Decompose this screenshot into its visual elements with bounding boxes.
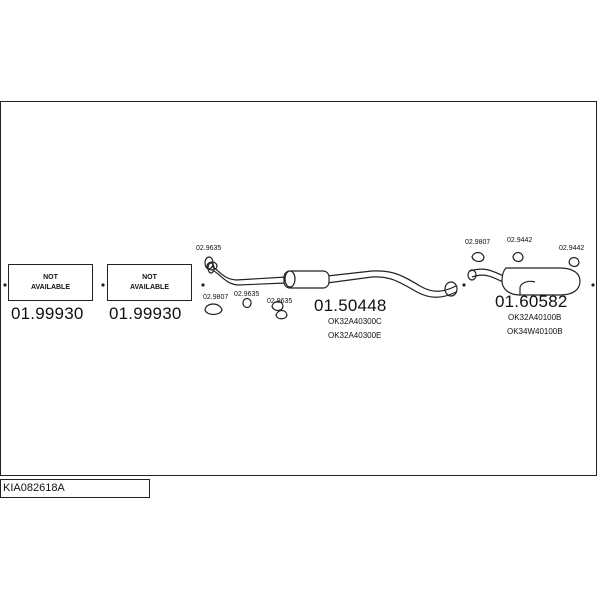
- part-number: 01.50448: [314, 296, 387, 315]
- clamp-icon: [471, 251, 485, 263]
- rear-silencer-part: [469, 267, 581, 296]
- vehicle-code: KIA082618A: [3, 482, 65, 494]
- separator-dot: [3, 283, 7, 287]
- not-available-box: NOT AVAILABLE: [8, 264, 93, 301]
- clamp-label: 02.9635: [196, 245, 222, 252]
- not-available-box: NOT AVAILABLE: [107, 264, 192, 301]
- not-available-text: AVAILABLE: [129, 283, 170, 291]
- clamp-icon: [568, 256, 580, 268]
- clamp-label: 02.9807: [203, 294, 229, 301]
- oe-reference: OK34W40100B: [507, 327, 563, 336]
- separator-dot: [591, 283, 595, 287]
- clamp-icon: [204, 303, 223, 316]
- diagram-frame: [0, 101, 597, 476]
- clamp-icon: [206, 261, 218, 271]
- separator-dot: [462, 283, 466, 287]
- rear-clamp-icons: [467, 251, 580, 281]
- separator-dot: [101, 283, 105, 287]
- clamp-icon: [512, 251, 524, 263]
- clamp-label: 02.9635: [234, 291, 260, 298]
- oe-reference: OK32A40300E: [328, 331, 382, 340]
- separator-dot: [201, 283, 205, 287]
- clamp-label: 02.9807: [465, 239, 491, 246]
- clamp-label: 02.9442: [559, 245, 585, 252]
- part-number: 01.60582: [495, 292, 568, 311]
- clamp-label: 02.9442: [507, 237, 533, 244]
- oe-reference: OK32A40300C: [328, 317, 382, 326]
- clamp-label: 02.9635: [267, 298, 293, 305]
- oe-reference: OK32A40100B: [508, 313, 562, 322]
- clamp-icon: [242, 297, 252, 309]
- gasket-icon: [467, 269, 477, 281]
- middle-silencer-part: [207, 262, 457, 298]
- not-available-text: NOT: [142, 273, 157, 281]
- vehicle-code-box: KIA082618A: [0, 479, 150, 498]
- clamp-icon: [271, 300, 284, 312]
- part-number: 01.99930: [11, 304, 84, 323]
- flange-icon: [444, 281, 458, 297]
- clamp-icon: [275, 309, 288, 320]
- clamp-icons: [204, 261, 458, 320]
- not-available-text: NOT: [43, 273, 58, 281]
- not-available-text: AVAILABLE: [30, 283, 71, 291]
- part-number: 01.99930: [109, 304, 182, 323]
